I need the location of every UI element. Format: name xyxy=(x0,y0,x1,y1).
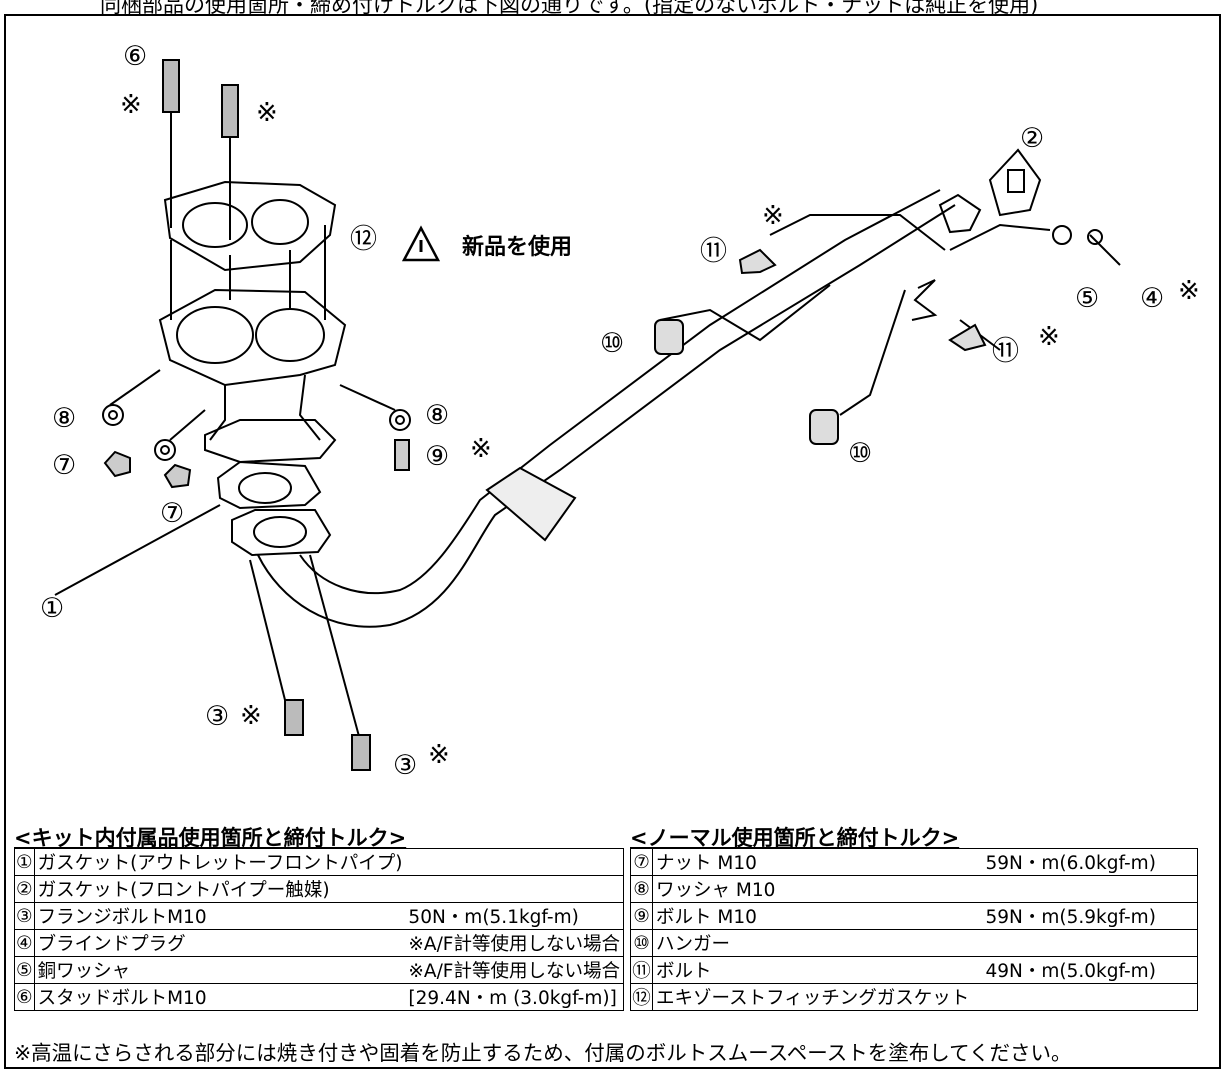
row-name: ブラインドプラグ xyxy=(33,929,406,957)
row-name: ワッシャ M10 xyxy=(652,875,983,903)
row-no: ⑧ xyxy=(630,875,653,903)
callout-3b: ③ xyxy=(393,750,418,781)
table-row: ⑩ ハンガー xyxy=(630,929,1198,957)
row-spec xyxy=(405,848,624,876)
mark-6b: ※ xyxy=(256,98,278,128)
row-spec: 49N・m(5.0kgf-m) xyxy=(982,956,1198,984)
row-no: ④ xyxy=(14,929,35,957)
stud-bolt-right xyxy=(221,84,239,240)
row-name: ハンガー xyxy=(652,929,983,957)
normal-parts-table: ⑦ ナット M10 59N・m(6.0kgf-m) ⑧ ワッシャ M10 ⑨ ボ… xyxy=(630,848,1198,1011)
row-spec: ※A/F計等使用しない場合 xyxy=(405,929,624,957)
callout-4: ④ xyxy=(1140,283,1165,314)
row-spec xyxy=(982,875,1198,903)
row-spec xyxy=(982,983,1198,1011)
table-row: ⑥ スタッドボルトM10 [29.4N・m (3.0kgf-m)] xyxy=(14,983,624,1011)
row-name: スタッドボルトM10 xyxy=(33,983,406,1011)
row-no: ② xyxy=(14,875,35,903)
normal-table-title: <ノーマル使用箇所と締付トルク> xyxy=(630,826,960,850)
row-spec xyxy=(982,929,1198,957)
row-spec: ※A/F計等使用しない場合 xyxy=(405,956,624,984)
callout-8b: ⑧ xyxy=(425,400,450,431)
outlet-flange xyxy=(158,288,347,387)
row-no: ⑤ xyxy=(14,956,35,984)
table-row: ⑪ ボルト 49N・m(5.0kgf-m) xyxy=(630,956,1198,984)
table-row: ① ガスケット(アウトレットーフロントパイプ) xyxy=(14,848,624,876)
mark-3a: ※ xyxy=(240,701,262,731)
header-text: 同梱部品の使用箇所・締め付けトルクは下図の通りです。(指定のないボルト・ナットは… xyxy=(100,0,1039,17)
row-no: ③ xyxy=(14,902,35,930)
gasket-1 xyxy=(216,460,322,510)
table-row: ④ ブラインドプラグ ※A/F計等使用しない場合 xyxy=(14,929,624,957)
callout-12: ⑫ xyxy=(350,224,377,255)
row-name: ボルト M10 xyxy=(652,902,983,930)
mark-6a: ※ xyxy=(120,90,142,120)
table-row: ⑤ 銅ワッシャ ※A/F計等使用しない場合 xyxy=(14,956,624,984)
table-row: ⑨ ボルト M10 59N・m(5.9kgf-m) xyxy=(630,902,1198,930)
row-name: ガスケット(フロントパイプー触媒) xyxy=(33,875,406,903)
row-spec: 59N・m(5.9kgf-m) xyxy=(982,902,1198,930)
mark-3b: ※ xyxy=(428,740,450,770)
table-row: ⑦ ナット M10 59N・m(6.0kgf-m) xyxy=(630,848,1198,876)
table-row: ② ガスケット(フロントパイプー触媒) xyxy=(14,875,624,903)
pipe-flange xyxy=(231,509,332,557)
callout-2: ② xyxy=(1020,123,1045,154)
exhaust-diagram xyxy=(54,59,1121,771)
footnote: ※高温にさらされる部分には焼き付きや固着を防止するため、付属のボルトスムースペー… xyxy=(14,1041,1072,1065)
row-name: エキゾーストフィッチングガスケット xyxy=(652,983,983,1011)
table-row: ③ フランジボルトM10 50N・m(5.1kgf-m) xyxy=(14,902,624,930)
row-no: ⑫ xyxy=(630,983,653,1011)
callout-10b: ⑩ xyxy=(848,438,873,469)
row-no: ⑩ xyxy=(630,929,653,957)
callout-11b: ⑪ xyxy=(992,336,1019,367)
row-spec: [29.4N・m (3.0kgf-m)] xyxy=(405,983,624,1011)
row-no: ① xyxy=(14,848,35,876)
row-name: ガスケット(アウトレットーフロントパイプ) xyxy=(33,848,406,876)
callout-3a: ③ xyxy=(205,701,230,732)
new-part-notice: 新品を使用 xyxy=(462,235,573,260)
row-spec xyxy=(405,875,624,903)
kit-parts-table: ① ガスケット(アウトレットーフロントパイプ) ② ガスケット(フロントパイプー… xyxy=(14,848,624,1011)
stud-bolt-left xyxy=(162,59,180,228)
callout-11a: ⑪ xyxy=(700,236,727,267)
kit-table-title: <キット内付属品使用箇所と締付トルク> xyxy=(14,826,407,850)
callout-7b: ⑦ xyxy=(160,498,185,529)
row-no: ⑨ xyxy=(630,902,653,930)
row-spec: 59N・m(6.0kgf-m) xyxy=(982,848,1198,876)
row-name: ナット M10 xyxy=(652,848,983,876)
table-row: ⑫ エキゾーストフィッチングガスケット xyxy=(630,983,1198,1011)
warning-triangle-icon xyxy=(401,225,441,262)
row-no: ⑪ xyxy=(630,956,653,984)
front-pipe xyxy=(257,204,956,628)
row-spec: 50N・m(5.1kgf-m) xyxy=(405,902,624,930)
callout-9: ⑨ xyxy=(425,441,450,472)
mark-11a: ※ xyxy=(762,201,784,231)
callout-1: ① xyxy=(40,593,65,624)
manifold-gasket xyxy=(163,180,337,272)
callout-6: ⑥ xyxy=(123,41,148,72)
row-no: ⑦ xyxy=(630,848,653,876)
mark-11b: ※ xyxy=(1038,322,1060,352)
outlet-body xyxy=(209,374,321,441)
row-name: フランジボルトM10 xyxy=(33,902,406,930)
table-row: ⑧ ワッシャ M10 xyxy=(630,875,1198,903)
mark-4: ※ xyxy=(1178,276,1200,306)
mark-9: ※ xyxy=(470,434,492,464)
row-name: 銅ワッシャ xyxy=(33,956,406,984)
row-name: ボルト xyxy=(652,956,983,984)
callout-7a: ⑦ xyxy=(52,450,77,481)
flex-joint xyxy=(485,466,577,542)
cat-gasket-2 xyxy=(988,148,1042,217)
callout-10a: ⑩ xyxy=(600,328,625,359)
callout-5: ⑤ xyxy=(1075,283,1100,314)
row-no: ⑥ xyxy=(14,983,35,1011)
callout-8a: ⑧ xyxy=(52,403,77,434)
